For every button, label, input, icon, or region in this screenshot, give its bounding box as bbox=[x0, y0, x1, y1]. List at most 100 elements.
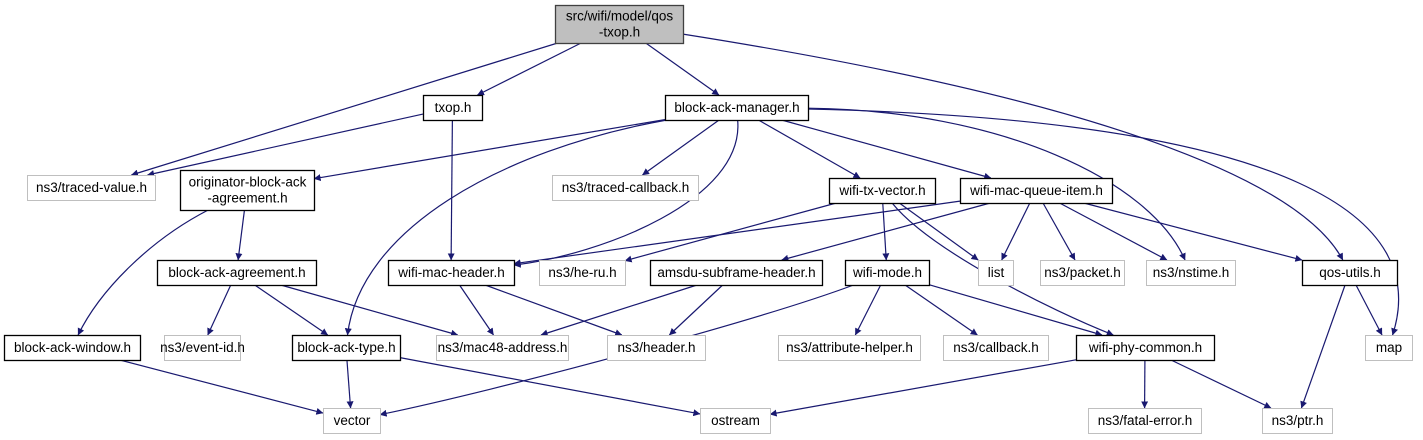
node-box bbox=[539, 260, 626, 286]
node-nstime: ns3/nstime.h bbox=[1146, 260, 1236, 286]
node-box bbox=[1146, 260, 1236, 286]
node-box bbox=[844, 259, 931, 287]
edge-originator-block-ack-agreement-to-block-ack-agreement bbox=[235, 209, 246, 261]
node-label: ns3/header.h bbox=[617, 340, 695, 355]
node-vector: vector bbox=[323, 408, 381, 434]
node-box bbox=[649, 259, 824, 287]
node-label: list bbox=[988, 265, 1005, 280]
node-box bbox=[1088, 408, 1202, 434]
node-ostream: ostream bbox=[700, 408, 771, 434]
node-qos-utils[interactable]: qos-utils.h bbox=[1301, 259, 1399, 287]
node-label: -agreement.h bbox=[207, 191, 287, 206]
node-ptr: ns3/ptr.h bbox=[1262, 408, 1333, 434]
node-box bbox=[387, 259, 516, 287]
edge-wifi-mac-header-to-header bbox=[484, 284, 623, 337]
edge-qos-utils-to-ptr bbox=[1300, 284, 1346, 409]
node-label: wifi-mac-queue-item.h bbox=[969, 183, 1103, 198]
edge-wifi-phy-common-to-ostream bbox=[769, 359, 1077, 417]
node-label: block-ack-manager.h bbox=[674, 100, 799, 115]
edge-block-ack-window-to-vector bbox=[119, 359, 324, 415]
node-wifi-mac-queue-item[interactable]: wifi-mac-queue-item.h bbox=[959, 177, 1114, 205]
node-box bbox=[1075, 334, 1216, 362]
node-block-ack-type[interactable]: block-ack-type.h bbox=[291, 334, 402, 362]
edge-block-ack-manager-to-nstime bbox=[807, 107, 1186, 261]
node-qos-txop[interactable]: src/wifi/model/qos-txop.h bbox=[554, 4, 685, 45]
node-label: amsdu-subframe-header.h bbox=[657, 265, 815, 280]
node-fatal-error: ns3/fatal-error.h bbox=[1088, 408, 1202, 434]
node-box bbox=[700, 408, 771, 434]
node-label: ns3/nstime.h bbox=[1153, 265, 1230, 280]
node-label: ns3/packet.h bbox=[1044, 265, 1121, 280]
node-box bbox=[291, 334, 402, 362]
node-box bbox=[828, 177, 937, 205]
node-wifi-phy-common[interactable]: wifi-phy-common.h bbox=[1075, 334, 1216, 362]
node-box bbox=[179, 169, 316, 212]
edge-wifi-mac-queue-item-to-nstime bbox=[1059, 202, 1168, 261]
edge-originator-block-ack-agreement-to-block-ack-window bbox=[77, 209, 209, 336]
node-amsdu-subframe-header[interactable]: amsdu-subframe-header.h bbox=[649, 259, 824, 287]
node-box bbox=[1040, 260, 1125, 286]
node-box bbox=[778, 335, 921, 361]
edge-wifi-phy-common-to-ptr bbox=[1170, 359, 1272, 409]
node-label: ns3/traced-callback.h bbox=[562, 180, 690, 195]
node-label: ns3/callback.h bbox=[953, 340, 1039, 355]
node-wifi-tx-vector[interactable]: wifi-tx-vector.h bbox=[828, 177, 937, 205]
edge-wifi-mode-to-callback bbox=[904, 284, 978, 336]
node-he-ru: ns3/he-ru.h bbox=[539, 260, 626, 286]
edge-amsdu-subframe-header-to-header bbox=[668, 284, 724, 336]
edge-wifi-mac-queue-item-to-list bbox=[1001, 202, 1031, 261]
edge-wifi-mac-header-to-mac48-address bbox=[459, 284, 494, 336]
node-txop[interactable]: txop.h bbox=[422, 94, 484, 122]
node-label: qos-utils.h bbox=[1319, 265, 1381, 280]
node-label: ns3/fatal-error.h bbox=[1098, 413, 1193, 428]
node-mac48-address: ns3/mac48-address.h bbox=[436, 335, 569, 361]
node-label: wifi-tx-vector.h bbox=[838, 183, 925, 198]
edge-block-ack-agreement-to-block-ack-type bbox=[254, 284, 329, 336]
node-box bbox=[3, 334, 142, 362]
node-block-ack-manager[interactable]: block-ack-manager.h bbox=[664, 94, 810, 122]
node-list: list bbox=[978, 260, 1014, 286]
edge-block-ack-manager-to-wifi-tx-vector bbox=[758, 119, 861, 179]
edge-wifi-tx-vector-to-he-ru bbox=[624, 202, 837, 263]
edge-block-ack-agreement-to-event-id bbox=[207, 284, 232, 336]
node-label: ns3/traced-value.h bbox=[36, 180, 147, 195]
node-traced-callback: ns3/traced-callback.h bbox=[552, 175, 699, 201]
edge-qos-txop-to-block-ack-manager bbox=[645, 42, 720, 96]
node-box bbox=[1262, 408, 1333, 434]
edge-wifi-mac-queue-item-to-amsdu-subframe-header bbox=[781, 202, 991, 262]
node-box bbox=[156, 259, 318, 287]
node-box bbox=[607, 335, 706, 361]
node-box bbox=[164, 335, 241, 361]
node-block-ack-window[interactable]: block-ack-window.h bbox=[3, 334, 142, 362]
node-wifi-mode[interactable]: wifi-mode.h bbox=[844, 259, 931, 287]
node-label: -txop.h bbox=[599, 25, 640, 40]
node-label: block-ack-agreement.h bbox=[168, 265, 305, 280]
edge-block-ack-manager-to-originator-block-ack-agreement bbox=[313, 118, 666, 182]
node-box bbox=[664, 94, 810, 122]
edge-qos-txop-to-qos-utils bbox=[682, 33, 1344, 261]
node-box bbox=[422, 94, 484, 122]
edge-wifi-tx-vector-to-list bbox=[898, 202, 979, 261]
node-box bbox=[1365, 335, 1413, 361]
node-label: ns3/he-ru.h bbox=[548, 265, 616, 280]
node-label: block-ack-type.h bbox=[297, 340, 395, 355]
nodes-layer: src/wifi/model/qos-txop.h txop.h block-ack… bbox=[3, 4, 1413, 434]
edge-wifi-mac-queue-item-to-qos-utils bbox=[1083, 202, 1303, 262]
edge-wifi-mac-queue-item-to-wifi-mac-header bbox=[513, 200, 961, 267]
node-callback: ns3/callback.h bbox=[943, 335, 1049, 361]
edge-block-ack-manager-to-map bbox=[807, 108, 1400, 336]
edge-block-ack-type-to-ostream bbox=[399, 357, 701, 417]
node-originator-block-ack-agreement[interactable]: originator-block-ack-agreement.h bbox=[179, 169, 316, 212]
node-attribute-helper: ns3/attribute-helper.h bbox=[778, 335, 921, 361]
edge-qos-utils-to-map bbox=[1355, 284, 1383, 336]
node-label: src/wifi/model/qos bbox=[566, 9, 674, 24]
node-block-ack-agreement[interactable]: block-ack-agreement.h bbox=[156, 259, 318, 287]
edge-txop-to-wifi-mac-header bbox=[447, 119, 455, 261]
node-wifi-mac-header[interactable]: wifi-mac-header.h bbox=[387, 259, 516, 287]
edge-amsdu-subframe-header-to-mac48-address bbox=[540, 284, 698, 337]
edge-wifi-mode-to-attribute-helper bbox=[854, 284, 882, 336]
node-label: wifi-mac-header.h bbox=[397, 265, 505, 280]
node-label: ns3/event-id.h bbox=[160, 340, 245, 355]
edge-wifi-mac-queue-item-to-packet bbox=[1042, 202, 1076, 261]
node-label: ns3/mac48-address.h bbox=[438, 340, 568, 355]
